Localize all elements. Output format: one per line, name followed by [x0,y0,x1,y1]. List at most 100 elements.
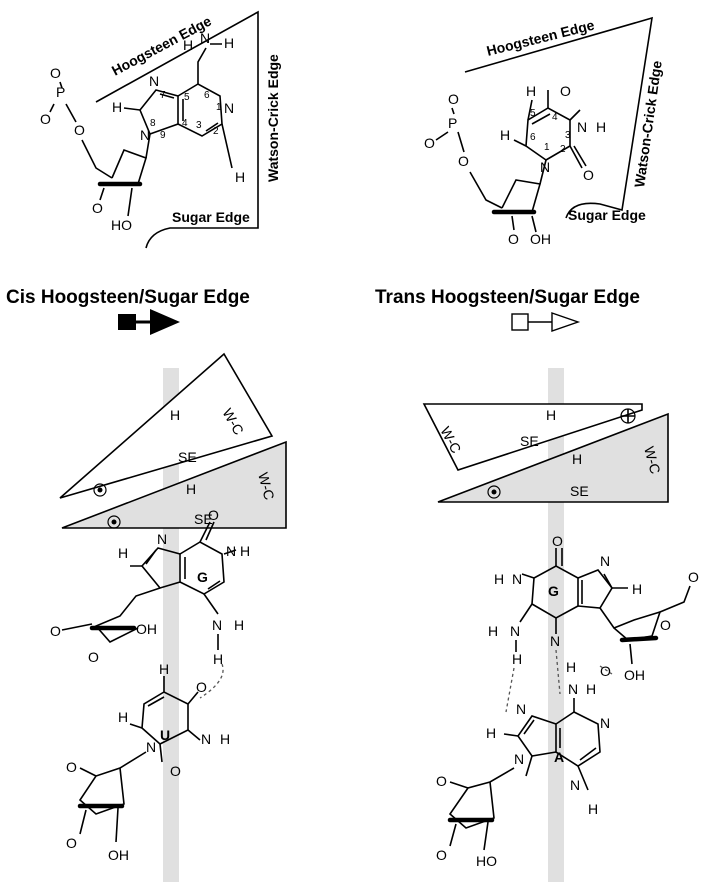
sugar-substituents [449,781,489,851]
hoogsteen-label: H [186,481,196,497]
ring-number: 1 [544,142,550,153]
hydrogen-bonds [505,649,613,713]
oxygen-atom: O [50,65,61,81]
guanine-sugar [94,587,161,643]
hydrogen-atom: H [566,659,576,675]
hydrogen-atom: H [526,83,536,99]
sugar-edge-label: SE [178,449,197,465]
ring-number: 2 [560,144,566,155]
ring-number: 3 [565,130,571,141]
oxygen-atom: O [560,83,571,99]
hydroxyl-label: OH [108,847,129,863]
pyrimidine-ring [177,83,223,137]
hoogsteen-edge-label: Hoogsteen Edge [485,17,596,59]
nitrogen-atom: N [512,571,522,587]
ring-number: 9 [160,130,166,141]
ring-number: 7 [160,90,166,101]
base-letter-u: U [160,727,170,743]
nitrogen-atom: N [516,701,526,717]
phosphorus-atom: P [448,115,457,131]
phosphorus-atom: P [56,84,65,100]
oxygen-atom: O [92,200,103,216]
oxygen-atom: O [688,569,699,585]
nitrogen-atom: N [568,681,578,697]
oxygen-atom: O [40,111,51,127]
ring-number: 5 [184,92,190,103]
sugar-edge-label: Sugar Edge [568,207,646,223]
sugar-bond [61,623,93,631]
guanine-pyrimidine [179,541,225,595]
watson-crick-edge-label: Watson-Crick Edge [265,54,281,182]
trans-panel-title: Trans Hoogsteen/Sugar Edge [375,287,640,308]
nitrogen-atom: N [140,127,150,143]
ring-number: 4 [552,112,558,123]
ring-number: 4 [182,118,188,129]
hydrogen-atom: H [240,543,250,559]
hydrogen-atom: H [494,571,504,587]
hydroxyl-label: OH [530,231,551,247]
hydroxyl-label: HO [111,217,132,233]
hydrogen-atom: H [486,725,496,741]
hydrogen-bond [199,663,224,699]
hoogsteen-label: H [170,407,180,423]
adenine-sugar [448,767,515,829]
sugar-substituents [629,585,691,665]
oxygen-atom: O [66,835,77,851]
oxygen-atom: O [424,135,435,151]
hydrogen-atom: H [588,801,598,817]
ring-substituents [513,109,583,169]
lower-triangle [437,412,669,503]
edge-outline [464,16,653,219]
base-letter-a: A [554,749,564,765]
sugar-edge-label: SE [570,483,589,499]
hydrogen-atom: H [220,731,230,747]
sugar-edge-label: Sugar Edge [172,209,250,225]
ch-bonds [123,107,233,169]
nitrogen-atom: N [212,617,222,633]
nitrogen-atom: N [600,715,610,731]
hydrogen-atom: H [596,119,606,135]
wc-label: W-C [255,471,278,502]
guanine-double-bonds [145,549,221,590]
uracil-bonds [129,676,201,763]
amino-bonds [197,43,222,84]
guanine-bonds [519,548,628,634]
uracil-sugar [78,751,147,815]
oxygen-atom: O [74,122,85,138]
ring-number: 6 [204,90,210,101]
hydrogen-atom: H [512,651,522,667]
nitrogen-atom: N [577,119,587,135]
nitrogen-atom: N [514,751,524,767]
ribose-ring [501,179,542,213]
ring-number: 2 [213,126,219,137]
oxygen-atom: O [436,847,447,863]
hydroxyl-label: OH [624,667,645,683]
phosphate-bonds [49,81,113,179]
base-letter-g: G [548,583,559,599]
guanine-imidazole [140,547,181,589]
hydrogen-atom: H [235,169,245,185]
hydrogen-atom: H [112,99,122,115]
hydrogen-atom: H [488,623,498,639]
hydrogen-atom: H [159,661,169,677]
hydrogen-atom: H [234,617,244,633]
guanine-sugar [599,607,662,641]
oxygen-atom: O [208,507,219,523]
hydrogen-atom: H [118,709,128,725]
ribose-substituents [99,133,151,217]
nitrogen-atom: N [550,633,560,649]
trans-symbol [511,312,581,332]
wc-label: W-C [641,445,664,476]
nitrogen-atom: N [600,553,610,569]
ring-number: 6 [530,132,536,143]
oxygen-atom: O [552,533,563,549]
ribose-substituents [511,159,547,233]
imidazole-ring [139,89,179,136]
oxygen-atom: O [196,679,207,695]
nitrogen-atom: N [224,100,234,116]
nitrogen-atom: N [149,73,159,89]
base-letter-g: G [197,569,208,585]
uridine-edge-diagram: Hoogsteen Edge Watson-Crick Edge Sugar E… [424,17,665,247]
